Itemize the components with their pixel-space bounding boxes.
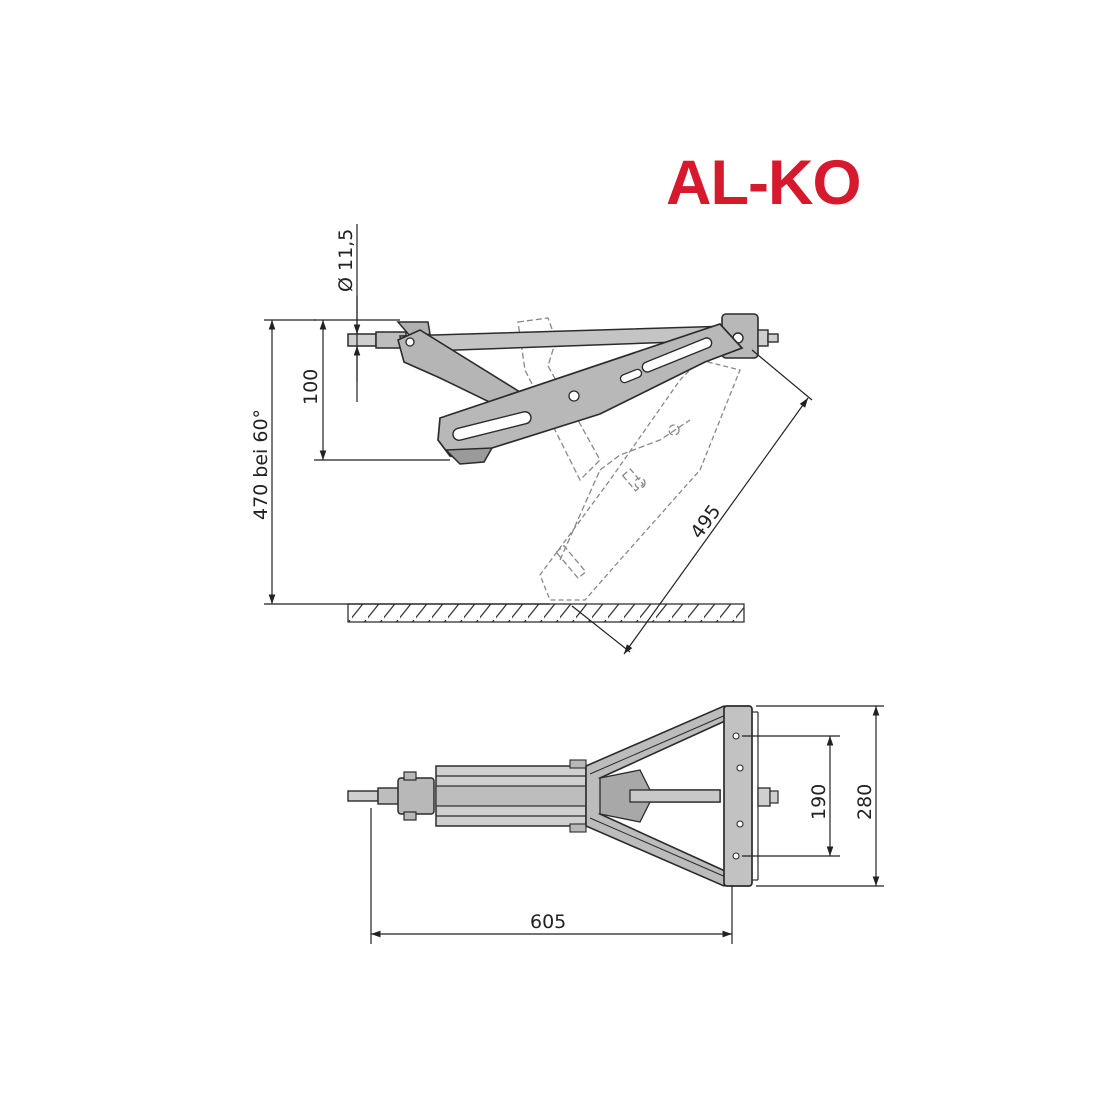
folding-leg [437,323,744,465]
dim-495 [571,349,813,655]
dim-100 [314,319,450,461]
top-foot-plate [723,705,753,887]
dim-605-label: 605 [530,911,566,933]
ground-hatch [347,603,745,623]
foot-plate [444,447,494,465]
dim-605 [370,808,733,944]
top-crank-head [397,777,435,815]
logo-text-ko: KO [767,148,861,218]
dim-190 [742,735,840,857]
dim-diameter-label: Ø 11,5 [335,229,357,292]
dim-280-label: 280 [854,784,876,820]
logo-text-al: AL [666,148,749,218]
dim-100-label: 100 [300,369,322,405]
top-spindle-end [347,790,379,802]
dim-280 [756,705,884,887]
dim-470-label: 470 bei 60° [250,409,272,520]
top-view: 605 190 280 [347,705,884,944]
logo-dash: - [747,148,769,218]
dim-190-label: 190 [808,784,830,820]
spindle-shaft [347,333,377,347]
alko-logo: AL-KO [666,148,878,218]
side-view: Ø 11,5 100 470 bei 60° 495 [250,224,813,655]
dim-470 [264,319,550,605]
